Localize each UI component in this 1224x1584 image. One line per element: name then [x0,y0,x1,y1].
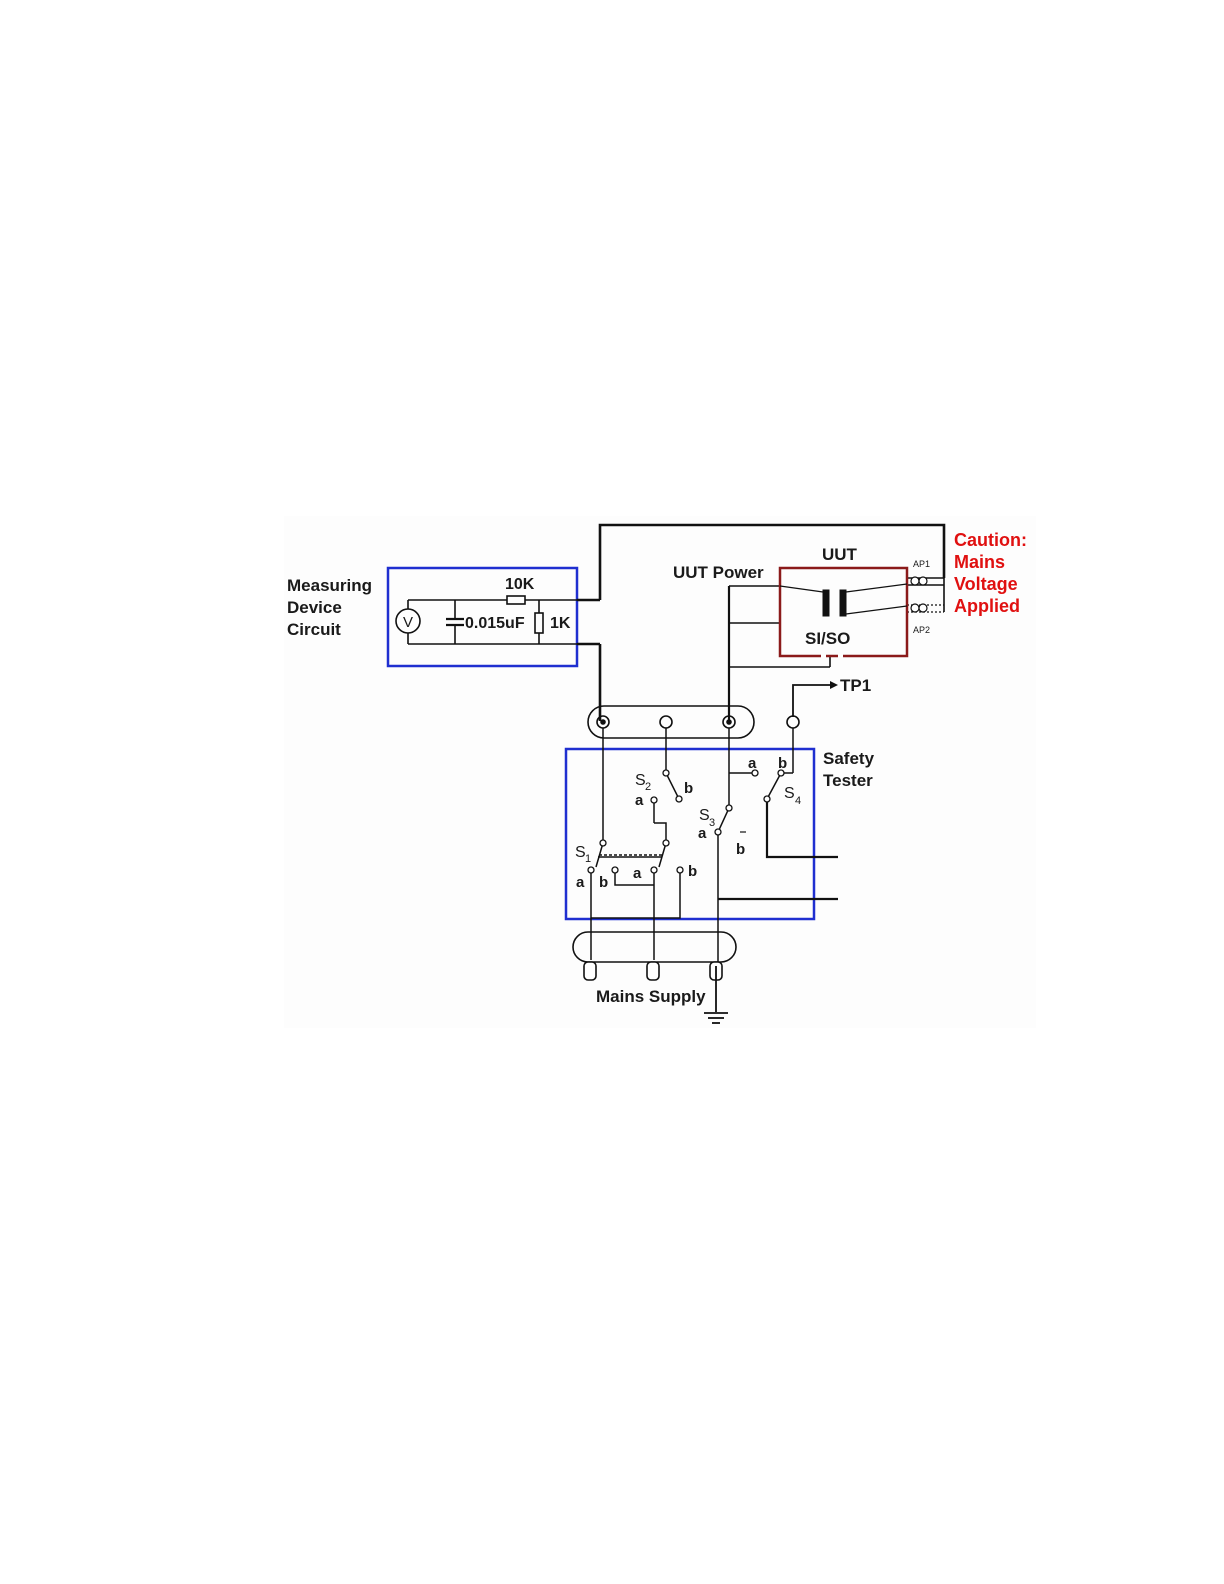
s3-subscript: 3 [709,817,715,829]
caution-line4: Applied [954,596,1020,616]
s2-pos-a: a [635,792,644,809]
s1b-pos-a: a [633,865,642,882]
si-so-label: SI/SO [805,629,850,648]
voltmeter-label: V [403,614,413,631]
measuring-label-line2: Device [287,598,342,617]
mains-supply-label: Mains Supply [596,987,706,1006]
figure-background [284,516,1036,1028]
capacitor-label: 0.015uF [465,615,525,632]
s1-pos-a: a [576,874,585,891]
resistor-1k-label: 1K [550,615,571,632]
measuring-label-line3: Circuit [287,620,341,639]
safety-label-line1: Safety [823,749,875,768]
ap2-label: AP2 [913,625,930,635]
s4-pos-a: a [748,755,757,772]
s1-pos-b: b [599,874,608,891]
caution-line2: Mains [954,552,1005,572]
s2-pos-b: b [684,780,693,797]
uut-power-label: UUT Power [673,563,764,582]
s3-pos-b: b [736,841,745,858]
uut-label: UUT [822,545,858,564]
s4-subscript: 4 [795,795,801,807]
s4-pos-b: b [778,755,787,772]
s3-pos-a: a [698,825,707,842]
caution-line1: Caution: [954,530,1027,550]
ap1-label: AP1 [913,559,930,569]
s1b-pos-b: b [688,863,697,880]
s1-subscript: 1 [585,853,591,865]
s4-label: S [784,785,795,802]
tp1-label: TP1 [840,676,871,695]
resistor-10k-label: 10K [505,576,535,593]
caution-line3: Voltage [954,574,1018,594]
safety-label-line2: Tester [823,771,873,790]
s2-subscript: 2 [645,781,651,793]
measuring-label-line1: Measuring [287,576,372,595]
